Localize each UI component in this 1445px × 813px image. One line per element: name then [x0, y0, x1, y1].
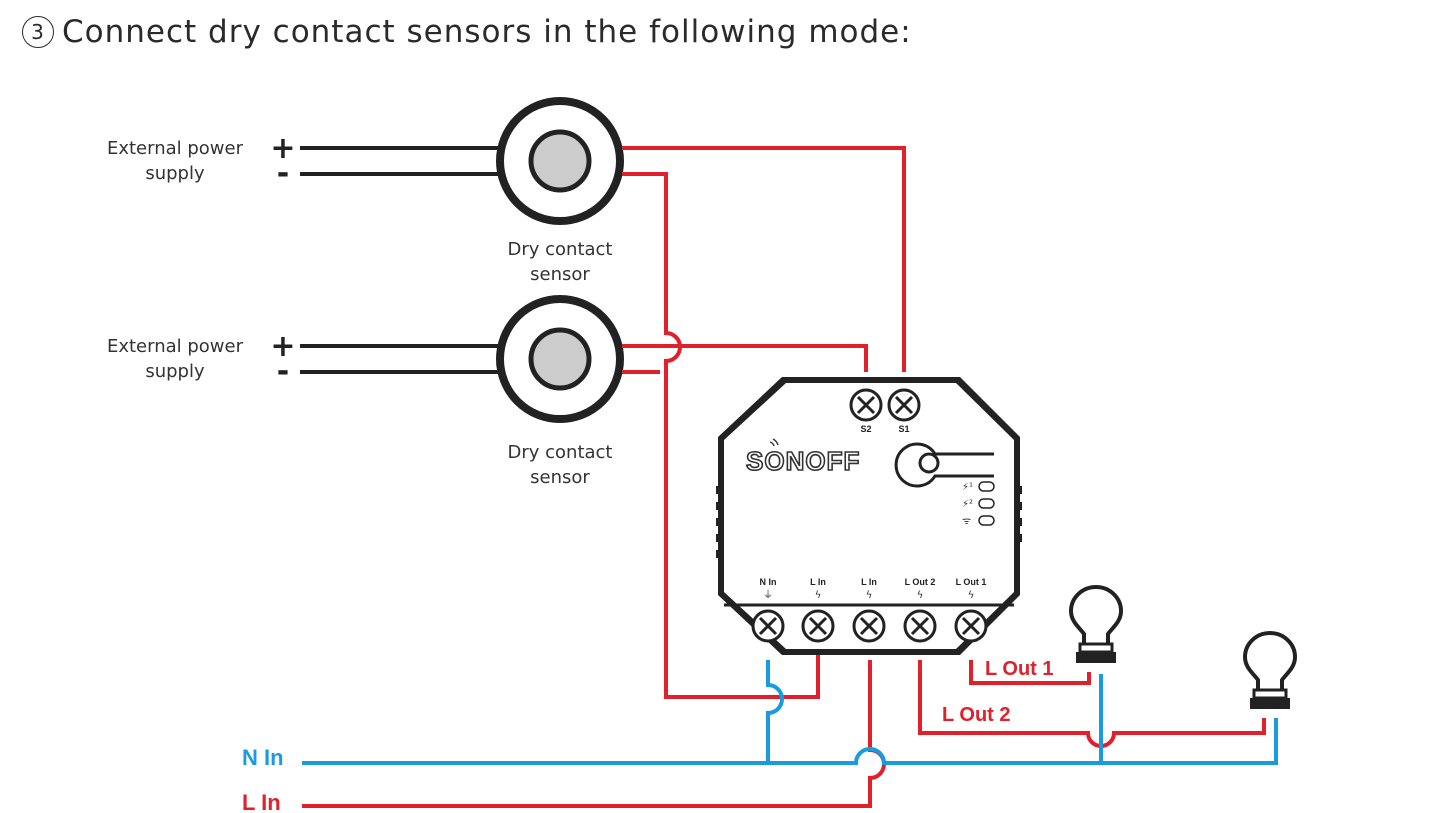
- wireless-icon: [769, 438, 779, 447]
- sensor-1-group: External power supply + - Dry contact se…: [107, 97, 624, 285]
- screw-cross-icon: [910, 616, 930, 636]
- light-bulb-icon: [1068, 585, 1124, 663]
- neutral-wires: [302, 660, 1278, 765]
- terminal-label: L Out 2: [905, 577, 936, 587]
- terminal-l-out-2: L Out 2 ϟ: [903, 577, 937, 643]
- lightning-icon: ϟ: [917, 590, 924, 601]
- relay-1-icon: ⚡¹: [962, 482, 973, 493]
- external-power-label-2: supply: [145, 163, 205, 184]
- lightning-icon: ϟ: [968, 590, 975, 601]
- sensor-label: Dry contact: [508, 239, 613, 260]
- pairing-button: [894, 442, 994, 488]
- terminal-l-in: L In ϟ: [852, 577, 886, 643]
- screw-cross-icon: [758, 616, 778, 636]
- sonoff-logo: SONOFF: [746, 446, 860, 476]
- terminal-label: N In: [760, 577, 777, 587]
- wire-n-in-device: [766, 660, 784, 763]
- wire-l-in: [302, 660, 886, 808]
- bottom-terminals: N In ⏚ L In ϟ L In ϟ L Out 2 ϟ L Out 1 ϟ: [751, 577, 988, 643]
- lightning-icon: ϟ: [815, 590, 822, 601]
- sensor-label: Dry contact: [508, 442, 613, 463]
- external-power-label: External power: [107, 138, 244, 159]
- terminal-l-out-1: L Out 1 ϟ: [954, 577, 988, 643]
- device-body: [724, 383, 1014, 649]
- sensor-inner-disc: [528, 327, 592, 391]
- sensor-label-2: sensor: [530, 264, 590, 285]
- sensor-inner-disc: [528, 129, 592, 193]
- terminal-n-in: N In ⏚: [751, 577, 785, 643]
- relay-2-icon: ⚡²: [962, 499, 973, 510]
- wire-l-out1: [969, 660, 1091, 685]
- plus-sign: +: [270, 329, 295, 364]
- lightning-icon: ϟ: [866, 590, 873, 601]
- terminal-label: L In: [861, 577, 877, 587]
- screw-cross-icon: [961, 616, 981, 636]
- indicator-leds: ⚡¹ ⚡² ᯤ: [962, 481, 995, 527]
- screw-cross-icon: [808, 616, 828, 636]
- l-out1-label: L Out 1: [985, 658, 1054, 680]
- screw-cross-icon: [859, 616, 879, 636]
- minus-sign: -: [277, 354, 289, 389]
- terminal-s2: S2: [849, 388, 883, 434]
- sensor-2-group: External power supply + - Dry contact se…: [107, 295, 624, 488]
- terminal-label: L In: [810, 577, 826, 587]
- step-number: 3: [22, 16, 54, 48]
- terminal-label: S1: [898, 424, 909, 434]
- wire-sensor2-s2: [622, 344, 868, 372]
- neutral-icon: ⏚: [763, 589, 773, 601]
- terminal-s1: S1: [887, 388, 921, 434]
- terminal-l-in: L In ϟ: [801, 577, 835, 643]
- terminal-label: L Out 1: [956, 577, 987, 587]
- external-power-label: External power: [107, 336, 244, 357]
- wire-n-in: [302, 718, 1278, 765]
- bulbs: [1068, 585, 1298, 709]
- title-text: Connect dry contact sensors in the follo…: [62, 14, 912, 50]
- plus-sign: +: [270, 131, 295, 166]
- l-in-label: L In: [242, 790, 281, 813]
- minus-sign: -: [277, 156, 289, 191]
- wifi-icon: ᯤ: [962, 516, 971, 527]
- external-power-label-2: supply: [145, 361, 205, 382]
- light-bulb-icon: [1242, 631, 1298, 709]
- n-in-label: N In: [242, 745, 284, 770]
- terminal-label: S2: [860, 424, 871, 434]
- l-out2-label: L Out 2: [942, 704, 1011, 726]
- wire-sensor1-s1: [622, 146, 906, 372]
- sensor-label-2: sensor: [530, 467, 590, 488]
- wire-sensor1-lin: [622, 172, 820, 699]
